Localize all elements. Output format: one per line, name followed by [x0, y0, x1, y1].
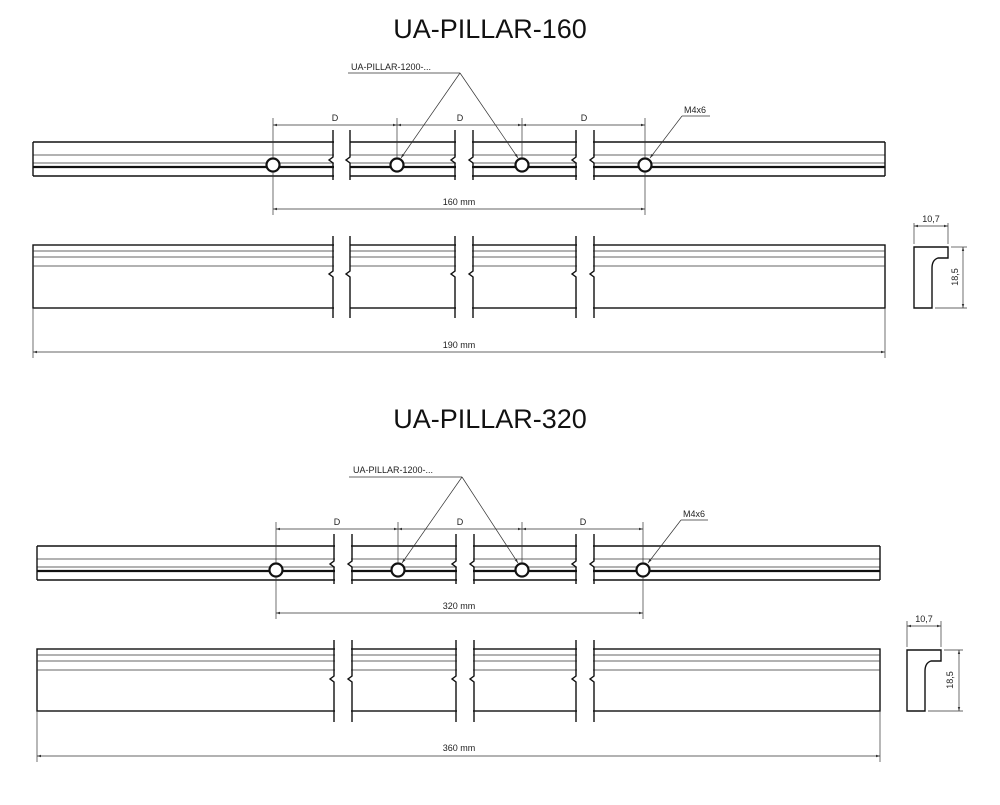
part-callout: UA-PILLAR-1200-... M4x6: [348, 62, 710, 159]
spacing-dimensions: D D D: [275, 517, 644, 563]
spacing-label: D: [332, 113, 339, 123]
break-gaps-top: [328, 532, 595, 588]
hole-label: M4x6: [683, 509, 705, 519]
profile-width-label: 10,7: [915, 614, 933, 624]
spacing-label: D: [580, 517, 587, 527]
profile-height-label: 18,5: [945, 671, 955, 689]
spacing-label: D: [581, 113, 588, 123]
drawing-title: UA-PILLAR-160: [393, 14, 587, 44]
hole-spacing-dimension: 160 mm: [272, 172, 646, 215]
drawing-pillar-320: UA-PILLAR-320: [36, 404, 963, 762]
overall-length-label: 360 mm: [443, 743, 476, 753]
profile-width-label: 10,7: [922, 214, 940, 224]
mounting-hole: [637, 157, 653, 173]
hole-spacing-label: 320 mm: [443, 601, 476, 611]
mounting-holes: [265, 157, 653, 173]
mounting-hole: [268, 562, 284, 578]
mounting-holes: [268, 562, 651, 578]
profile-height-label: 18,5: [950, 268, 960, 286]
drawing-title: UA-PILLAR-320: [393, 404, 587, 434]
spacing-label: D: [457, 113, 464, 123]
side-view-rail: [36, 637, 881, 725]
mounting-hole: [265, 157, 281, 173]
spacing-label: D: [457, 517, 464, 527]
drawing-pillar-160: UA-PILLAR-160: [32, 14, 967, 358]
break-gaps-top: [327, 128, 595, 184]
overall-length-dimension: 190 mm: [32, 308, 886, 358]
hole-spacing-dimension: 320 mm: [275, 577, 644, 619]
mounting-hole: [635, 562, 651, 578]
part-callout: UA-PILLAR-1200-... M4x6: [349, 465, 708, 564]
part-callout-label: UA-PILLAR-1200-...: [353, 465, 433, 475]
part-callout-label: UA-PILLAR-1200-...: [351, 62, 431, 72]
overall-length-label: 190 mm: [443, 340, 476, 350]
spacing-dimensions: D D D: [272, 113, 646, 158]
profile-section: 10,7 18,5: [913, 214, 967, 309]
spacing-label: D: [334, 517, 341, 527]
profile-section: 10,7 18,5: [906, 614, 963, 712]
overall-length-dimension: 360 mm: [36, 711, 881, 762]
hole-label: M4x6: [684, 105, 706, 115]
mounting-hole: [389, 157, 405, 173]
mounting-hole: [514, 157, 530, 173]
hole-spacing-label: 160 mm: [443, 197, 476, 207]
side-view-rail: [32, 233, 886, 321]
mounting-hole: [514, 562, 530, 578]
mounting-hole: [390, 562, 406, 578]
